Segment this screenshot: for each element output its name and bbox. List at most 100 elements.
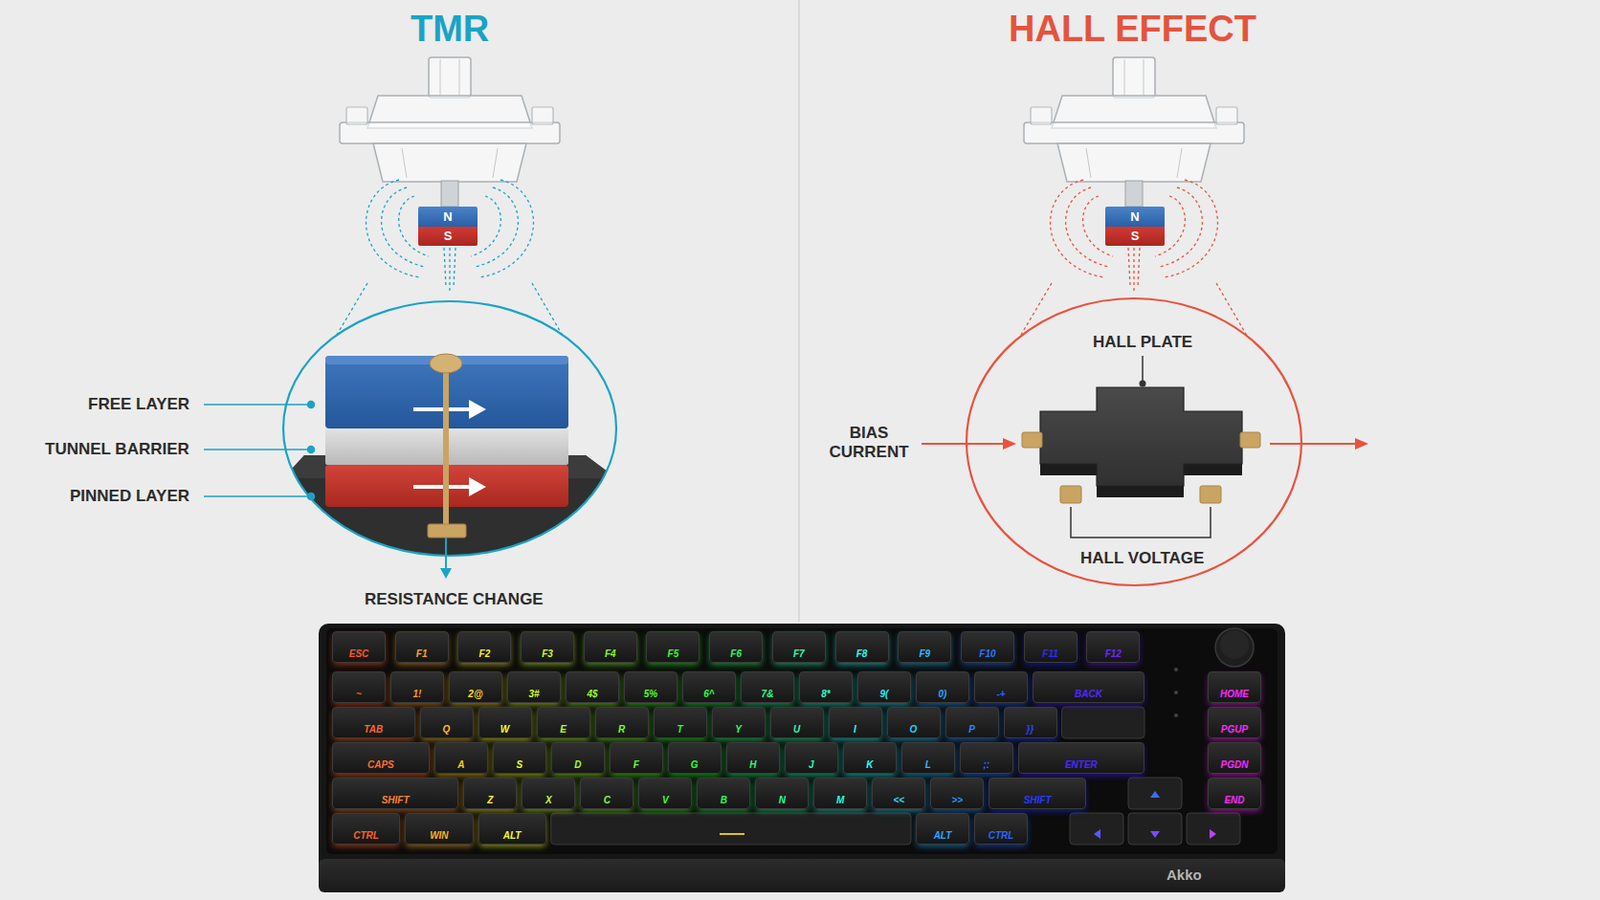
keycap: B [696, 777, 751, 810]
keycap: F4 [583, 631, 638, 664]
keycap: CTRL [332, 813, 400, 845]
key-legend: F [633, 759, 640, 772]
key-legend: F2 [479, 648, 491, 661]
keycap: ESC [332, 631, 386, 664]
key-legend: SHIFT [381, 795, 410, 807]
key-legend: F7 [793, 648, 805, 661]
key-legend: F1 [416, 648, 428, 661]
key-legend: << [892, 795, 905, 807]
output-label: RESISTANCE CHANGE [364, 590, 544, 610]
keycap: 7& [740, 671, 795, 704]
key-legend: J [808, 759, 815, 772]
keycap: Z [463, 777, 517, 810]
keycap: Q [420, 707, 474, 739]
key-legend: F8 [856, 648, 868, 661]
key-legend: END [1223, 795, 1245, 807]
key-legend: F11 [1042, 648, 1059, 661]
pole-letter: S [1131, 229, 1140, 244]
key-legend: ;: [982, 759, 990, 772]
key-legend: 0) [938, 688, 948, 701]
key-legend: F6 [730, 648, 742, 661]
keycap: E [536, 707, 591, 739]
keycap: S [492, 742, 547, 775]
keycap: U [770, 707, 824, 739]
magnet-pole: N [418, 206, 478, 227]
keycap: 1! [390, 671, 445, 704]
key-legend: ALT [933, 830, 953, 843]
key-legend: M [836, 795, 845, 807]
key-legend: P [968, 724, 976, 736]
pole-letter: N [443, 210, 452, 224]
keycap: 3# [507, 671, 561, 704]
keycap: F10 [960, 631, 1015, 664]
signal-label: BIAS CURRENT [821, 423, 917, 463]
keycap: C [579, 777, 634, 810]
key-legend: 7& [761, 688, 775, 701]
keycap: PGUP [1207, 707, 1262, 739]
keycap: F7 [772, 631, 826, 664]
key-legend: G [690, 759, 699, 772]
keycap: F2 [457, 631, 512, 664]
keycap: TAB [332, 707, 416, 739]
key-legend: CTRL [353, 830, 379, 843]
key-legend: CAPS [367, 759, 395, 772]
key-legend: 1! [413, 688, 423, 701]
keycap: W [478, 707, 533, 739]
key-legend: C [603, 795, 611, 807]
key-legend: ALT [503, 830, 522, 843]
keycap: 8* [799, 671, 853, 704]
key-legend: ESC [349, 648, 370, 661]
keycap: K [843, 742, 897, 775]
keycap: L [901, 742, 956, 775]
key-legend: PGUP [1221, 724, 1248, 736]
keycap: F9 [897, 631, 952, 664]
pole-letter: S [444, 229, 453, 244]
signal-label: HALL VOLTAGE [1080, 549, 1204, 569]
keycap: F8 [835, 631, 889, 664]
keycap: F6 [709, 631, 763, 664]
key-legend: WIN [429, 830, 448, 843]
keyboard: AkkoESCF1F2F3F4F5F6F7F8F9F10F11F12~1!2@3… [318, 623, 1286, 893]
key-legend: 2@ [467, 688, 483, 701]
key-legend: ~ [355, 688, 362, 701]
keycap: 2@ [448, 671, 503, 704]
key-legend: A [457, 759, 465, 772]
key-legend: F9 [918, 648, 931, 661]
keycap: O [887, 707, 941, 739]
key-legend: W [500, 724, 510, 736]
key-legend: >> [951, 795, 963, 807]
keycap: ALT [478, 813, 547, 845]
keycap: HOME [1207, 671, 1262, 704]
keycap: G [667, 742, 722, 775]
keycap: >> [930, 777, 984, 810]
keycap: J [784, 742, 839, 775]
key-legend: }} [1026, 724, 1035, 736]
keycap: END [1207, 777, 1262, 810]
layer-label: PINNED LAYER [69, 487, 190, 507]
part-label: HALL PLATE [1092, 333, 1193, 353]
keycap: M [813, 777, 867, 810]
keycap: Y [711, 707, 766, 739]
keycap: I [828, 707, 883, 739]
layer-label: TUNNEL BARRIER [44, 440, 190, 460]
keycap: F5 [645, 631, 700, 664]
magnet-pole: S [418, 226, 478, 246]
key-legend: F3 [541, 648, 554, 661]
key-legend: T [676, 724, 683, 736]
pole-letter: N [1130, 210, 1139, 224]
keycap: WIN [404, 813, 473, 845]
key-legend: Q [443, 724, 451, 736]
key-legend: F10 [978, 648, 996, 661]
keycap: F12 [1086, 631, 1140, 664]
panel-heading: TMR [410, 8, 489, 49]
key-legend: D [574, 759, 581, 772]
keycap: ENTER [1018, 742, 1145, 775]
keycap: SHIFT [988, 777, 1087, 810]
key-legend: 3# [528, 688, 539, 701]
keycap: 4$ [565, 671, 620, 704]
layer-label: FREE LAYER [88, 395, 190, 415]
key-legend: 9( [880, 688, 889, 701]
key-legend: PGDN [1221, 759, 1249, 772]
key-legend: N [778, 795, 786, 807]
